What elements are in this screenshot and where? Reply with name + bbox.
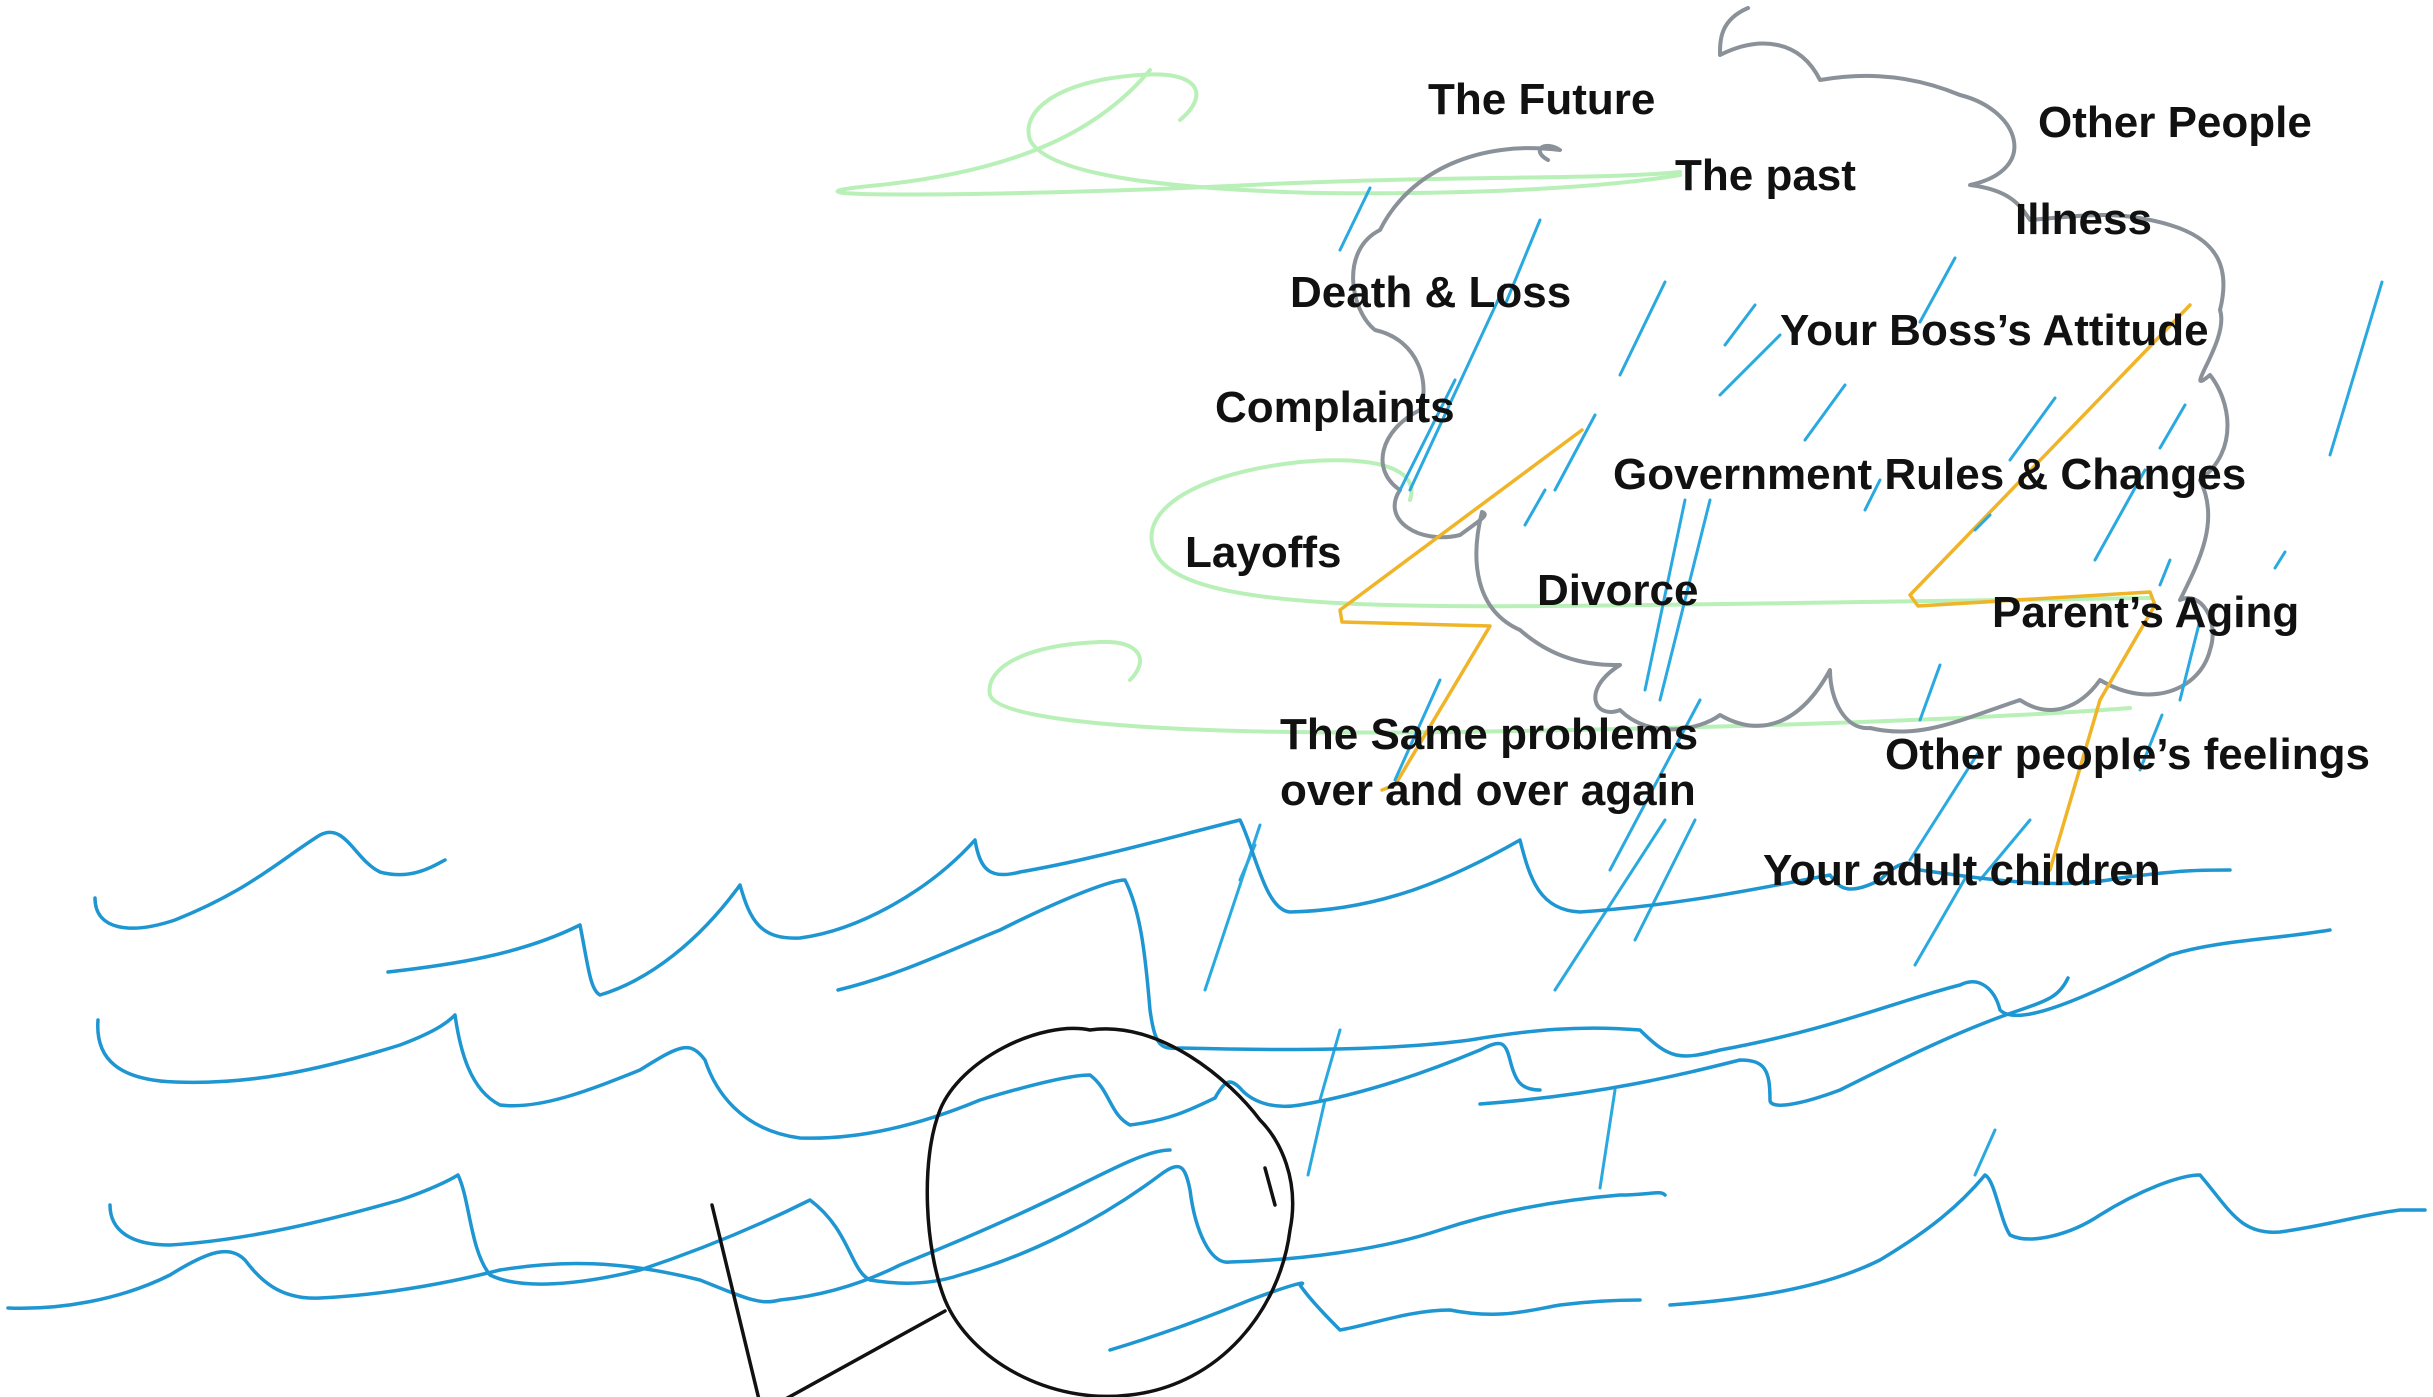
label-other-people: Other People: [2038, 98, 2312, 147]
wind-swirl-middle: [1149, 458, 2152, 609]
label-parents-aging: Parent’s Aging: [1992, 588, 2300, 637]
rain-streak-3: [1408, 283, 1507, 492]
rain-streak-25: [1918, 663, 1942, 722]
label-the-past: The past: [1675, 151, 1856, 200]
wave-row-1b: [386, 818, 2232, 997]
wind-swirl-bottom: [987, 639, 2132, 735]
rain-streak-36: [1973, 1128, 1997, 1177]
rain-streak-26: [1908, 748, 1982, 862]
rain-streak-7: [1553, 413, 1597, 492]
label-same-problems-line2: over and over again: [1280, 766, 1696, 815]
label-boss-attitude: Your Boss’s Attitude: [1780, 306, 2209, 355]
rain-streak-17: [2093, 468, 2147, 562]
ocean-waves: [6, 818, 2427, 1352]
label-the-future: The Future: [1428, 75, 1656, 124]
rain-streak-32: [1913, 868, 1972, 967]
wave-row-1a: [93, 830, 447, 930]
rain-streak-12: [1643, 498, 1687, 692]
rain-streak-21: [2178, 618, 2202, 702]
label-illness: Illness: [2015, 195, 2152, 244]
label-layoffs: Layoffs: [1185, 528, 1342, 577]
rain-streak-4: [1398, 378, 1457, 492]
label-others-feelings: Other people’s feelings: [1885, 730, 2370, 779]
label-divorce: Divorce: [1537, 566, 1699, 615]
wave-row-3d: [1668, 1173, 2427, 1307]
wind-swirl-top: [835, 68, 1682, 197]
wind-swirl-top-curl: [1026, 72, 1682, 196]
rain-streak-20: [2273, 550, 2287, 570]
rain-streaks: [1203, 186, 2384, 1190]
cloud-outline: [1351, 6, 2230, 734]
wave-row-3c: [1108, 1281, 1642, 1352]
rain-streak-24: [1608, 698, 1702, 872]
rain-streak-18: [2158, 403, 2187, 450]
rain-streak-37: [2158, 558, 2172, 587]
label-adult-children: Your adult children: [1763, 846, 2161, 895]
label-complaints: Complaints: [1215, 383, 1455, 432]
figure-arm-left: [710, 1203, 761, 1397]
rain-streak-19: [2328, 280, 2384, 457]
wave-row-3a: [108, 1164, 1667, 1286]
figure-arm-right: [785, 1309, 947, 1397]
rain-streak-31: [1978, 818, 2032, 882]
wind-swirls: [835, 68, 2152, 735]
rain-streak-28: [1553, 818, 1667, 992]
label-same-problems: The Same problems over and over again: [1280, 707, 1698, 819]
lightning-bolts: [1338, 303, 2192, 872]
rain-streak-9: [1718, 333, 1782, 397]
figure-head: [925, 1026, 1295, 1397]
rain-streak-13: [2008, 396, 2057, 462]
rain-streak-6: [1918, 256, 1957, 324]
drowning-figure: [710, 1026, 1295, 1397]
rain-streak-5: [1618, 280, 1667, 377]
lightning-bolt-right: [1908, 303, 2192, 872]
rain-streak-2: [1503, 218, 1542, 307]
rain-streak-34: [1306, 1098, 1327, 1177]
label-death-loss: Death & Loss: [1290, 268, 1572, 317]
cloud: [1351, 6, 2230, 734]
rain-streak-27: [1633, 818, 1697, 942]
rain-streak-8: [1723, 303, 1757, 347]
rain-streak-1: [1338, 186, 1372, 252]
rain-streak-15: [1863, 478, 1882, 512]
rain-streak-10: [1523, 488, 1547, 527]
figure-hand: [1263, 1166, 1277, 1207]
rain-streak-14: [1803, 383, 1847, 442]
rain-streak-23: [1393, 678, 1442, 782]
rain-streak-16: [1973, 513, 1992, 532]
label-same-problems-line1: The Same problems: [1280, 710, 1699, 759]
wave-row-3b: [6, 1148, 1172, 1310]
wave-row-2c: [1478, 976, 2070, 1107]
rain-streak-33: [1318, 1028, 1342, 1102]
label-government: Government Rules & Changes: [1613, 450, 2247, 499]
wave-row-2a: [836, 878, 2332, 1058]
lightning-bolt-left: [1338, 428, 1584, 792]
rain-streak-35: [1598, 1088, 1617, 1190]
wave-row-2b: [96, 1013, 1542, 1140]
rain-streak-22: [2138, 713, 2164, 772]
rain-streak-11: [1658, 498, 1712, 702]
